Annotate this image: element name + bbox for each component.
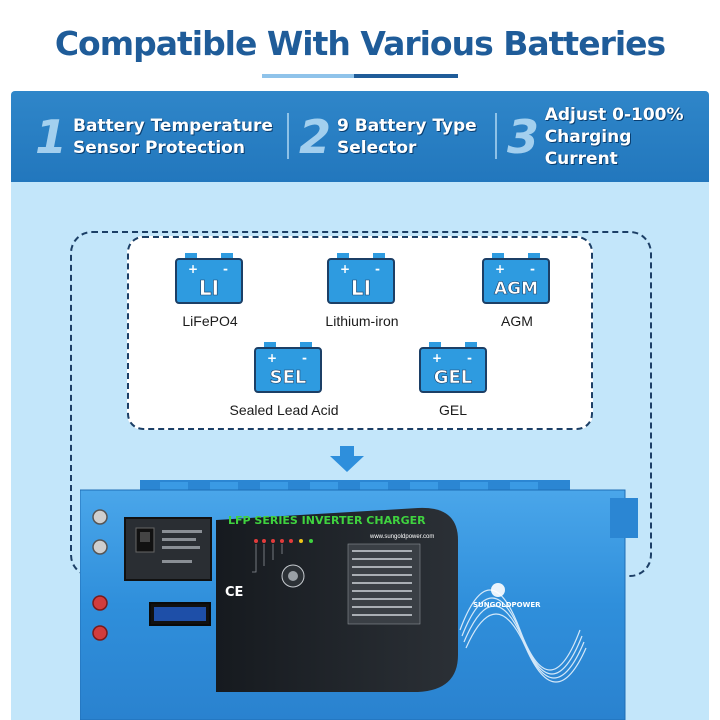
svg-text:+: + xyxy=(340,262,350,276)
feature-divider-1 xyxy=(287,113,289,159)
svg-text:-: - xyxy=(223,262,228,276)
battery-icon: + - LI xyxy=(327,253,395,304)
title-underline-dark xyxy=(354,74,458,78)
battery-icon: + - GEL xyxy=(419,342,487,393)
svg-text:-: - xyxy=(530,262,535,276)
battery-label: Sealed Lead Acid xyxy=(229,402,339,418)
feature-1-text: Battery Temperature Sensor Protection xyxy=(73,116,273,158)
ce-mark: CE xyxy=(225,585,243,600)
feature-2-text: 9 Battery Type Selector xyxy=(337,116,477,158)
battery-label: LiFePO4 xyxy=(182,313,238,329)
feature-2: 2 9 Battery Type Selector xyxy=(299,109,477,165)
battery-badge: LI xyxy=(199,276,219,300)
battery-label: GEL xyxy=(438,402,467,418)
svg-text:-: - xyxy=(302,351,307,365)
svg-text:-: - xyxy=(467,351,472,365)
svg-text:-: - xyxy=(375,262,380,276)
battery-badge: AGM xyxy=(494,279,538,299)
battery-label: Lithium-iron xyxy=(325,313,399,329)
battery-icon: + - AGM xyxy=(482,253,550,304)
panel-title: LFP SERIES INVERTER CHARGER xyxy=(228,514,426,527)
arrow-down-icon xyxy=(330,446,364,472)
brand-logo: SUNGOLDPOWER xyxy=(473,601,541,609)
website-text: www.sungoldpower.com xyxy=(369,534,434,540)
feature-1-number: 1 xyxy=(35,110,68,164)
feature-3-number: 3 xyxy=(507,110,540,164)
svg-text:+: + xyxy=(432,351,442,365)
battery-badge: SEL xyxy=(270,367,307,388)
feature-2-number: 2 xyxy=(299,110,332,164)
feature-banner: 1 Battery Temperature Sensor Protection … xyxy=(11,91,709,182)
feature-divider-2 xyxy=(495,113,497,159)
page-title: Compatible With Various Batteries xyxy=(54,24,666,63)
battery-badge: GEL xyxy=(434,367,473,388)
feature-3: 3 Adjust 0-100% Charging Current xyxy=(507,105,709,169)
svg-text:+: + xyxy=(495,262,505,276)
feature-3-text: Adjust 0-100% Charging Current xyxy=(544,105,684,169)
svg-text:+: + xyxy=(188,262,198,276)
battery-icon: + - LI xyxy=(175,253,243,304)
svg-text:+: + xyxy=(267,351,277,365)
battery-badge: LI xyxy=(351,276,371,300)
feature-1: 1 Battery Temperature Sensor Protection xyxy=(35,109,273,165)
title-underline-light xyxy=(262,74,354,78)
inverter-charger-device: LFP SERIES INVERTER CHARGER www.sungoldp… xyxy=(80,480,638,720)
battery-label: AGM xyxy=(501,313,533,329)
battery-icon: + - SEL xyxy=(254,342,322,393)
